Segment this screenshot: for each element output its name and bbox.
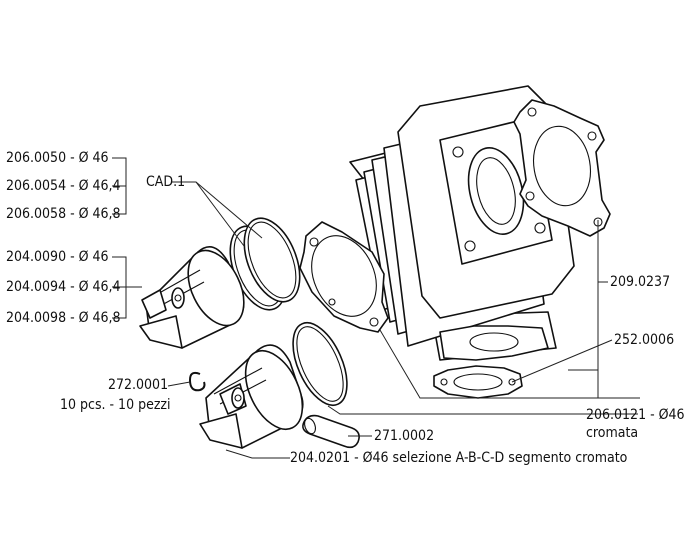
label-cad-1: CAD.1 xyxy=(146,174,186,190)
piston-lower xyxy=(199,344,304,449)
cylinder xyxy=(349,85,575,361)
label-204-0090: 204.0090 - Ø 46 xyxy=(6,249,109,265)
label-206-0058: 206.0058 - Ø 46,8 xyxy=(6,206,121,222)
piston-upper xyxy=(139,246,245,349)
label-271-0002: 271.0002 xyxy=(374,428,435,444)
label-204-0098: 204.0098 - Ø 46,8 xyxy=(6,310,121,326)
label-252-0006: 252.0006 xyxy=(614,332,675,348)
label-204-0201: 204.0201 - Ø46 selezione A-B-C-D segment… xyxy=(290,450,628,466)
label-cromata: cromata xyxy=(586,425,639,441)
head-gasket xyxy=(513,99,611,237)
label-272-0001: 272.0001 xyxy=(108,377,169,393)
base-gasket xyxy=(299,221,389,333)
leader-lines xyxy=(112,157,640,459)
piston-rings-upper xyxy=(229,217,301,311)
label-10-pezzi: 10 pcs. - 10 pezzi xyxy=(60,397,171,413)
piston-pin xyxy=(302,414,360,449)
label-206-0050: 206.0050 - Ø 46 xyxy=(6,150,109,166)
label-209-0237: 209.0237 xyxy=(610,274,671,290)
intake-gasket xyxy=(433,365,523,399)
label-204-0094: 204.0094 - Ø 46,4 xyxy=(6,279,121,295)
label-206-0121: 206.0121 - Ø46 xyxy=(586,407,685,423)
piston-ring-lower xyxy=(292,322,348,406)
circlip xyxy=(189,371,206,392)
label-206-0054: 206.0054 - Ø 46,4 xyxy=(6,178,121,194)
